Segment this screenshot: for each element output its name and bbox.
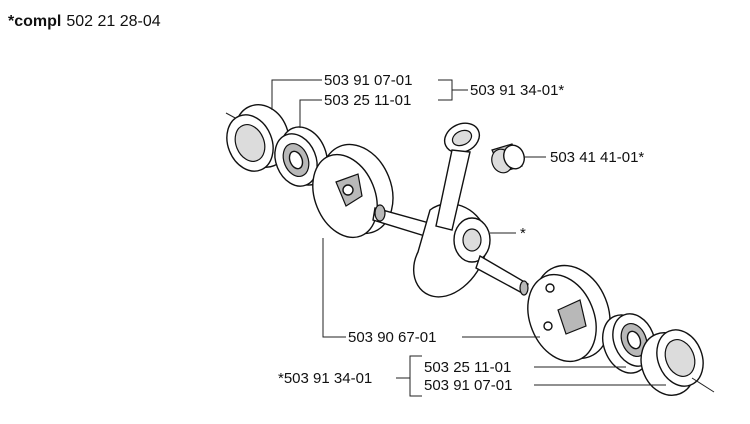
label-lower-kit: *503 91 34-01 [278,370,372,387]
needle-bearing [491,143,525,174]
header-prefix: *compl [8,13,61,30]
label-upper-bearing-seal: 503 91 07-01 [324,72,412,89]
label-flywheel-half: 503 90 67-01 [348,329,436,346]
lower-ball-bearing [602,313,656,374]
label-crankshaft: * [520,225,526,242]
label-lower-bearing-seal: 503 91 07-01 [424,377,512,394]
lower-seal [640,329,715,396]
label-lower-ball-bearing: 503 25 11-01 [424,359,511,376]
label-upper-kit: 503 91 34-01* [470,82,564,99]
assembly-header: *compl 502 21 28-04 [8,13,161,30]
label-upper-ball-bearing: 503 25 11-01 [324,92,411,109]
lower-flywheel-half [527,264,611,363]
header-number: 502 21 28-04 [66,13,160,30]
crankshaft [372,202,529,298]
connecting-rod [435,122,481,231]
leader-lines [271,79,666,397]
label-needle-bearing: 503 41 41-01* [550,149,644,166]
